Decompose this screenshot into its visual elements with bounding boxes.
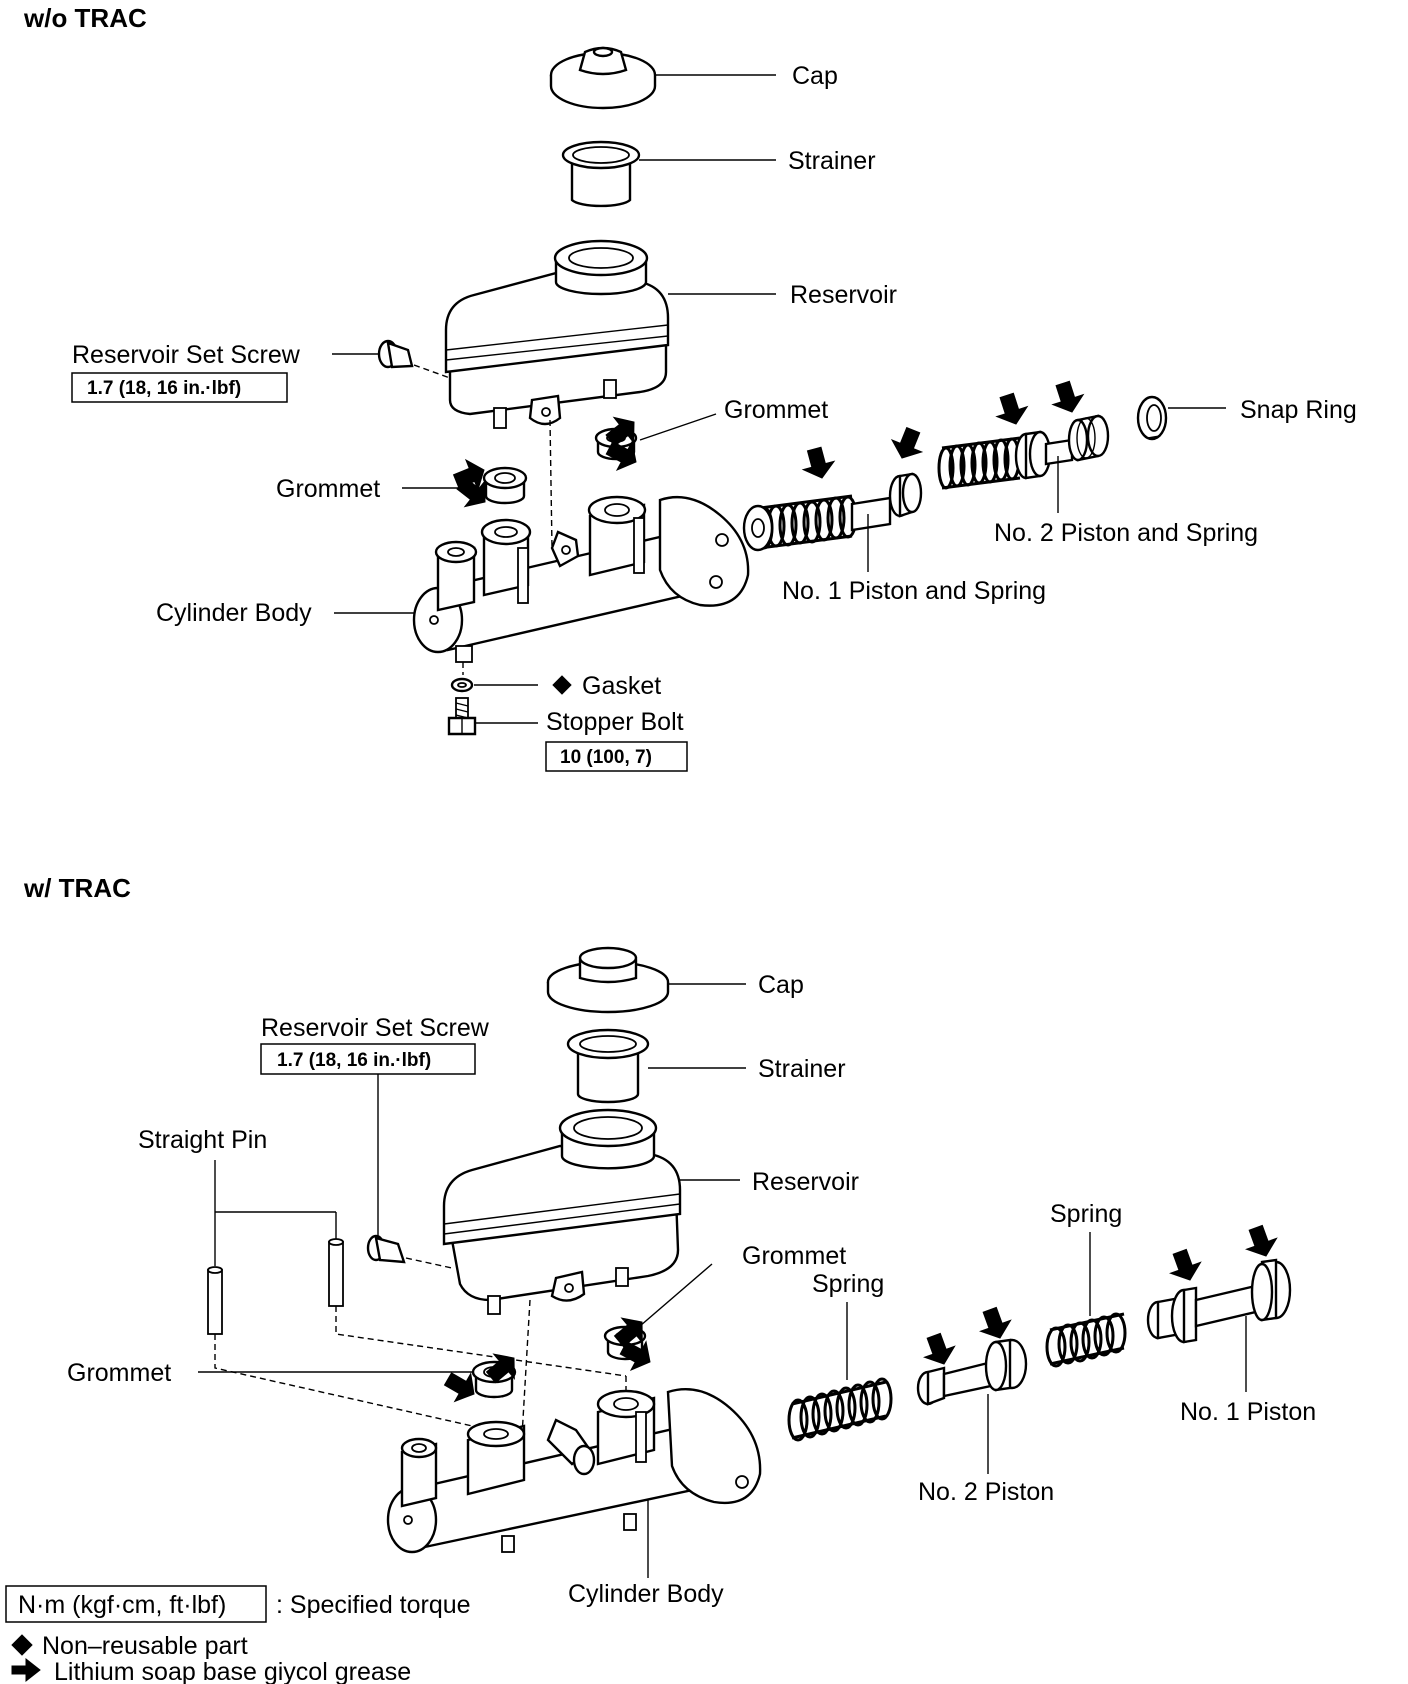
label-reservoir: Reservoir xyxy=(790,281,897,309)
non-reusable-diamond-icon xyxy=(552,675,572,695)
no2-piston-and-spring-part xyxy=(937,414,1110,490)
label-reservoir-set-screw: Reservoir Set Screw xyxy=(72,341,301,369)
section-title-without-trac: w/o TRAC xyxy=(23,3,147,33)
label-no1-piston: No. 1 Piston xyxy=(1180,1398,1316,1426)
legend-torque-desc: : Specified torque xyxy=(276,1591,471,1619)
gasket-part xyxy=(450,677,474,693)
torque-box-stopper-bolt xyxy=(545,741,688,772)
black-arrow-icon xyxy=(11,1657,41,1683)
label-gasket: Gasket xyxy=(582,672,661,700)
label-reservoir-2: Reservoir xyxy=(752,1168,859,1196)
label-spring-top: Spring xyxy=(1050,1200,1122,1228)
grommet-left-part xyxy=(482,466,528,505)
label-cap: Cap xyxy=(792,62,838,90)
stopper-bolt-part xyxy=(447,697,477,736)
legend-grease: Lithium soap base giycol grease xyxy=(54,1658,411,1684)
reservoir-set-screw-part xyxy=(377,339,414,369)
no1-piston-and-spring-part xyxy=(742,472,923,552)
cap-part-2 xyxy=(546,946,670,1014)
cap-part xyxy=(549,46,657,110)
label-cylinder-body: Cylinder Body xyxy=(156,599,312,627)
cylinder-body-part-2 xyxy=(386,1388,762,1554)
label-grommet-upper: Grommet xyxy=(724,396,828,424)
label-no2-piston: No. 2 Piston xyxy=(918,1478,1054,1506)
label-spring-left: Spring xyxy=(812,1270,884,1298)
section-title-with-trac: w/ TRAC xyxy=(23,873,131,903)
straight-pin-left xyxy=(207,1266,223,1335)
label-no1-piston-and-spring: No. 1 Piston and Spring xyxy=(782,577,1046,605)
label-grommet-upper-2: Grommet xyxy=(742,1242,846,1270)
label-straight-pin: Straight Pin xyxy=(138,1126,267,1154)
reservoir-part xyxy=(444,239,670,429)
strainer-part xyxy=(561,140,641,208)
label-stopper-bolt: Stopper Bolt xyxy=(546,708,684,736)
reservoir-part-2 xyxy=(442,1108,682,1315)
label-no2-piston-and-spring: No. 2 Piston and Spring xyxy=(994,519,1258,547)
legend-torque-box xyxy=(5,1585,267,1623)
label-snap-ring: Snap Ring xyxy=(1240,396,1357,424)
label-grommet-left-2: Grommet xyxy=(67,1359,171,1387)
straight-pin-right xyxy=(328,1238,344,1307)
black-diamond-icon xyxy=(11,1634,33,1656)
label-cylinder-body-2: Cylinder Body xyxy=(568,1580,724,1608)
torque-reservoir-set-screw-2: 1.7 (18, 16 in.·lbf) xyxy=(277,1050,431,1071)
spring-left-part xyxy=(787,1377,893,1442)
spring-top-part xyxy=(1045,1312,1127,1368)
torque-reservoir-set-screw: 1.7 (18, 16 in.·lbf) xyxy=(87,378,241,399)
legend-torque-unit: N·m (kgf·cm, ft·lbf) xyxy=(18,1591,226,1619)
strainer-part-2 xyxy=(566,1028,650,1104)
label-grommet-left: Grommet xyxy=(276,475,380,503)
label-strainer: Strainer xyxy=(788,147,876,175)
label-cap-2: Cap xyxy=(758,971,804,999)
no2-piston-part xyxy=(916,1338,1028,1406)
no1-piston-part xyxy=(1146,1258,1292,1344)
reservoir-set-screw-part-2 xyxy=(366,1234,406,1264)
torque-stopper-bolt: 10 (100, 7) xyxy=(560,747,652,768)
legend-non-reusable: Non–reusable part xyxy=(42,1632,248,1660)
label-reservoir-set-screw-2: Reservoir Set Screw xyxy=(261,1014,490,1042)
cylinder-body-part xyxy=(412,495,750,663)
label-strainer-2: Strainer xyxy=(758,1055,846,1083)
snap-ring-part xyxy=(1136,395,1168,441)
torque-box-reservoir-set-screw xyxy=(71,372,288,403)
torque-box-reservoir-set-screw-2 xyxy=(260,1043,476,1075)
